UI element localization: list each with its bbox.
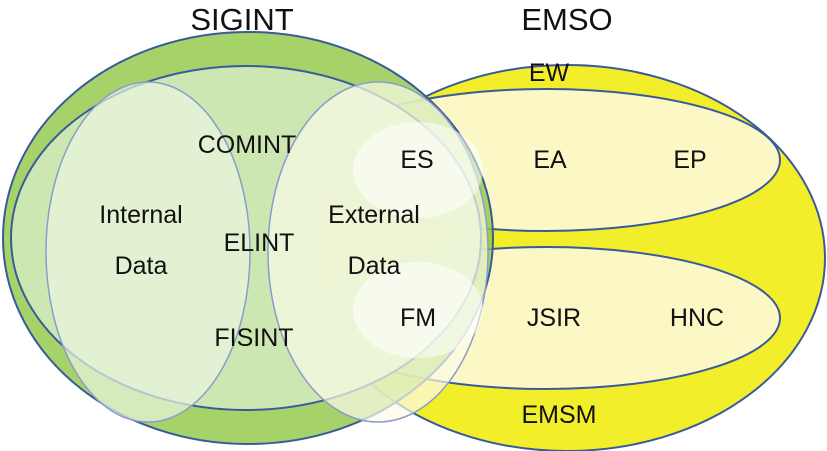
comint-label: COMINT xyxy=(198,131,297,159)
emsm-label: EMSM xyxy=(522,401,597,429)
fm-overlap-highlight xyxy=(353,262,483,358)
internal-data-ellipse xyxy=(45,81,251,423)
external-data-line2: Data xyxy=(348,252,401,280)
ep-label: EP xyxy=(673,146,706,174)
ew-label: EW xyxy=(529,59,570,87)
elint-label: ELINT xyxy=(224,229,295,257)
jsir-label: JSIR xyxy=(527,304,581,332)
sigint-title: SIGINT xyxy=(190,2,293,37)
fisint-label: FISINT xyxy=(214,324,293,352)
hnc-label: HNC xyxy=(670,304,724,332)
es-overlap-highlight xyxy=(353,122,483,218)
internal-data-line2: Data xyxy=(115,252,168,280)
fm-label: FM xyxy=(400,304,436,332)
external-data-line1: External xyxy=(328,201,420,229)
ea-label: EA xyxy=(533,146,567,174)
es-label: ES xyxy=(400,146,433,174)
emso-title: EMSO xyxy=(521,2,612,37)
internal-data-line1: Internal xyxy=(99,201,182,229)
